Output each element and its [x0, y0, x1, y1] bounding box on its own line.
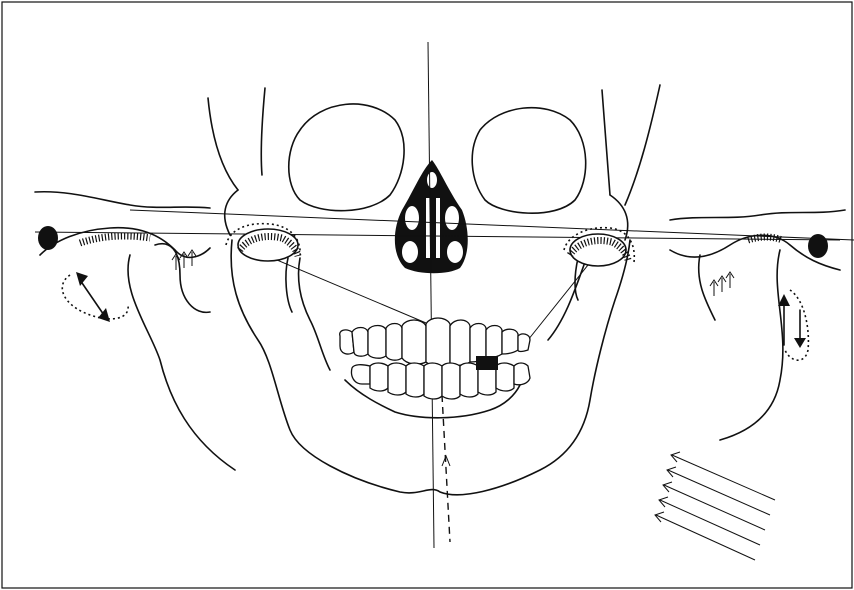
reference-line-upper: [130, 210, 854, 240]
highlighted-tooth: [476, 356, 498, 370]
left-ear-canal: [38, 226, 58, 250]
nasal-septum-gap-l: [426, 198, 430, 258]
nasal-septum-gap-r: [436, 198, 440, 258]
right-ramus-posterior: [720, 250, 783, 440]
force-arrow-line-1: [672, 455, 775, 500]
force-arrow-line-2: [668, 470, 770, 515]
nasal-aperture: [395, 160, 468, 273]
right-temporal-curve-2: [625, 85, 660, 205]
nasal-hole-right-lower: [447, 241, 463, 263]
left-rotation-path: [62, 275, 128, 319]
right-condyle-back: [699, 255, 715, 320]
left-ramus-inner: [298, 258, 330, 370]
right-ear-canal: [808, 234, 828, 258]
left-temporal-curve: [208, 98, 238, 190]
right-orbit: [472, 108, 585, 214]
nasal-hole-left-upper: [405, 206, 419, 230]
right-skull-base: [670, 210, 845, 220]
right-temporal-curve: [602, 90, 610, 195]
right-temporal-bone: [670, 210, 845, 440]
right-rotation-arrow-up: [778, 294, 790, 306]
nasal-septum-hole-top: [427, 172, 437, 188]
left-orbit: [289, 104, 404, 211]
right-up-arrows-icon: [710, 272, 734, 296]
left-articular-disc-hatch: [80, 236, 150, 243]
right-rotation-path: [785, 290, 808, 360]
force-arrows-group: [655, 452, 775, 560]
left-temporal-curve-2: [261, 88, 265, 175]
right-rotation-arrow-down: [794, 338, 806, 348]
force-arrow-line-4: [660, 500, 760, 545]
left-skull-base: [35, 192, 210, 208]
force-arrow-line-5: [656, 515, 755, 560]
nasal-hole-right-upper: [445, 206, 459, 230]
right-ramus-inner: [548, 262, 585, 340]
nasal-hole-left-lower: [402, 241, 418, 263]
upper-teeth: [340, 318, 530, 366]
midline-vertical: [428, 42, 434, 548]
left-zygoma: [225, 190, 238, 235]
force-arrow-line-3: [664, 485, 765, 530]
